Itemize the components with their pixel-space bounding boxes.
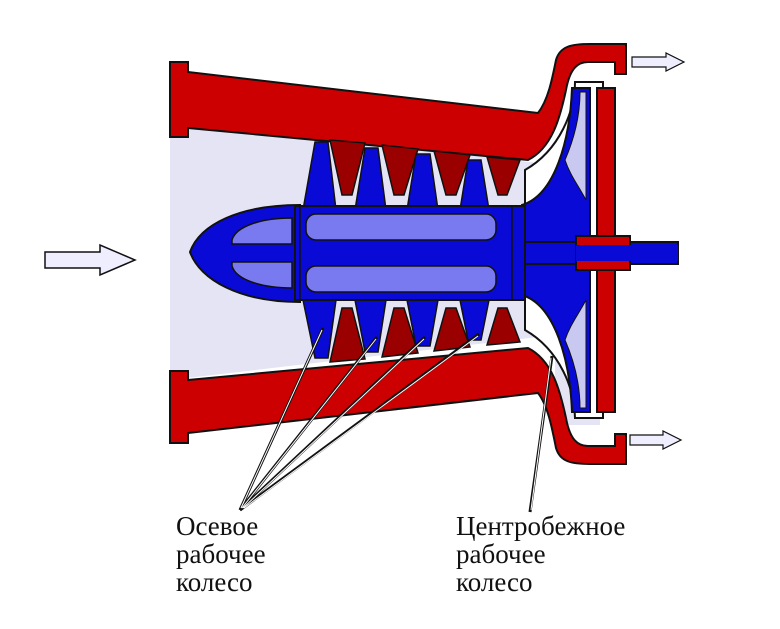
centrifugal-label-line-2: рабочее [456,539,546,569]
axial-impeller-label: Осевое рабочее колесо [176,512,266,596]
shaft-inner [576,245,678,261]
outlet-arrow-bottom [629,430,683,450]
axial-rotor-blades [302,141,490,359]
axial-label-line-3: колесо [176,567,253,597]
centrifugal-leader-line [528,355,554,513]
nose-cavity-bottom [231,261,293,289]
centrifugal-impeller-label: Центробежное рабочее колесо [456,512,625,596]
axial-leader-lines-highlight [240,329,479,509]
outlet-arrow-top [631,52,686,72]
centrifugal-label-line-3: колесо [456,567,533,597]
stator-vanes-bottom [329,307,522,363]
axial-label-line-1: Осевое [176,511,259,541]
inlet-arrow [44,243,137,277]
stator-vanes-top [329,139,522,196]
impeller-channel-bottom [564,299,587,409]
nose-cavity-top [231,217,293,245]
rotor-cavity-top [305,213,497,241]
upper-casing [169,43,627,162]
centrifugal-label-line-1: Центробежное [456,511,626,541]
axial-label-line-2: рабочее [176,539,266,569]
impeller-channel-top [564,91,587,201]
rotor-cavity-bottom [305,265,497,293]
